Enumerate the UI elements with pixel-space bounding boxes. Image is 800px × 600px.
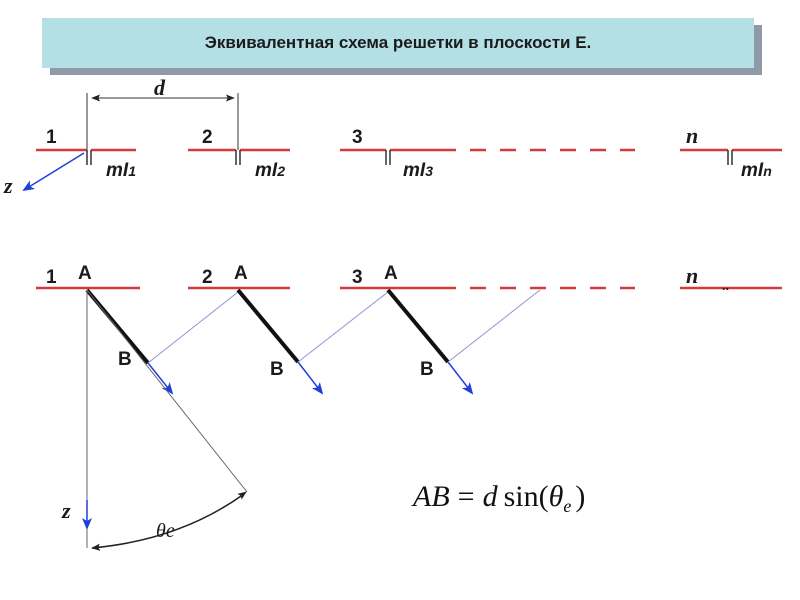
bottom-point-b-2: B [270, 359, 284, 380]
top-z-axis [22, 152, 85, 192]
page-title: Эквивалентная схема решетки в плоскости … [204, 33, 592, 52]
bottom-index-3: 3 [352, 267, 363, 288]
bottom-element-3: 3 A B [340, 263, 635, 395]
top-index-3: 3 [352, 127, 363, 148]
top-index-1: 1 [46, 127, 57, 148]
title-banner: Эквивалентная схема решетки в плоскости … [42, 18, 754, 68]
bottom-index-1: 1 [46, 267, 57, 288]
top-source-n: mIn [741, 160, 772, 181]
top-element-3: 3 mI3 [340, 127, 635, 181]
top-index-n: n [686, 123, 698, 148]
bottom-point-a-2: A [234, 263, 248, 284]
bottom-element-2: 2 A B [188, 263, 389, 395]
bottom-point-b-1: B [118, 349, 132, 370]
period-dimension: d [86, 75, 239, 150]
top-element-2: 2 mI2 [188, 127, 290, 181]
bottom-dots-n: .. [722, 279, 729, 294]
bottom-index-n: n [686, 263, 698, 288]
bottom-element-n: n .. [680, 263, 782, 294]
period-label: d [154, 75, 166, 100]
bottom-index-2: 2 [202, 267, 213, 288]
top-source-1: mI1 [106, 160, 136, 181]
top-source-2: mI2 [255, 160, 285, 181]
bottom-point-b-3: B [420, 359, 434, 380]
bottom-point-a-3: A [384, 263, 398, 284]
bottom-z-label: z [61, 498, 71, 523]
top-element-1: 1 mI1 [36, 127, 136, 181]
angle-label: θe [156, 520, 175, 542]
top-element-n: n mIn [680, 123, 782, 181]
bottom-point-a-1: A [78, 263, 92, 284]
top-source-3: mI3 [403, 160, 433, 181]
top-index-2: 2 [202, 127, 213, 148]
top-z-label: z [3, 173, 13, 198]
angle-construction: z θe [61, 289, 248, 551]
